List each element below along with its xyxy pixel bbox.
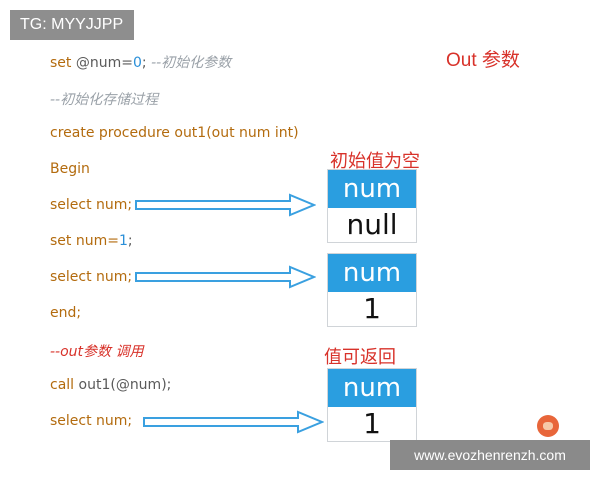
box-header: num [328, 254, 416, 292]
code-line-create-procedure: create procedure out1(out num int) [50, 125, 299, 141]
code-line-comment: --初始化存储过程 [50, 89, 158, 109]
value-box-null: num null [327, 169, 417, 243]
code-line-set-num: set num=1; [50, 233, 133, 249]
watermark: www.evozhenrenzh.com [390, 440, 590, 470]
arrow-right-icon [135, 193, 316, 217]
code-number: 0 [132, 55, 142, 71]
code-var: @num= [75, 55, 133, 71]
code-text: select num; [50, 269, 133, 285]
page-title: Out 参数 [446, 50, 520, 71]
code-text: end; [50, 305, 82, 321]
box-header: num [328, 170, 416, 208]
code-text: Begin [50, 161, 90, 177]
arrow-right-icon [135, 265, 316, 289]
tg-badge: TG: MYYJJPP [10, 10, 134, 40]
label-value-returnable: 值可返回 [324, 347, 396, 368]
code-text: select num; [50, 413, 133, 429]
value-box-returned: num 1 [327, 368, 417, 442]
code-line-set-init: set @num=0; --初始化参数 [50, 52, 231, 72]
code-semicolon: ; [141, 55, 147, 71]
code-number: 1 [118, 233, 128, 249]
keyword-set: set [50, 233, 72, 249]
code-line-select-2: select num; [50, 269, 132, 285]
code-text: select num; [50, 197, 133, 213]
mascot-logo-icon [537, 415, 559, 437]
code-text: create procedure out1(out num int) [50, 125, 299, 141]
code-text: out1(@num); [78, 377, 172, 393]
code-comment: --初始化存储过程 [50, 92, 159, 108]
code-line-call-comment: --out参数 调用 [50, 341, 143, 361]
code-line-begin: Begin [50, 161, 90, 177]
code-line-call: call out1(@num); [50, 377, 171, 393]
keyword-call: call [50, 377, 75, 393]
box-value: 1 [363, 407, 381, 440]
box-value: null [346, 208, 398, 241]
box-header: num [328, 369, 416, 407]
code-line-select-1: select num; [50, 197, 132, 213]
label-initial-null: 初始值为空 [330, 151, 420, 172]
box-value: 1 [363, 292, 381, 325]
code-line-select-3: select num; [50, 413, 132, 429]
code-semicolon: ; [127, 233, 133, 249]
keyword-set: set [50, 55, 72, 71]
code-comment: --out参数 调用 [50, 344, 144, 360]
value-box-one: num 1 [327, 253, 417, 327]
arrow-right-icon [143, 410, 324, 434]
code-var: num= [75, 233, 119, 249]
code-line-end: end; [50, 305, 81, 321]
code-comment: --初始化参数 [151, 55, 232, 71]
